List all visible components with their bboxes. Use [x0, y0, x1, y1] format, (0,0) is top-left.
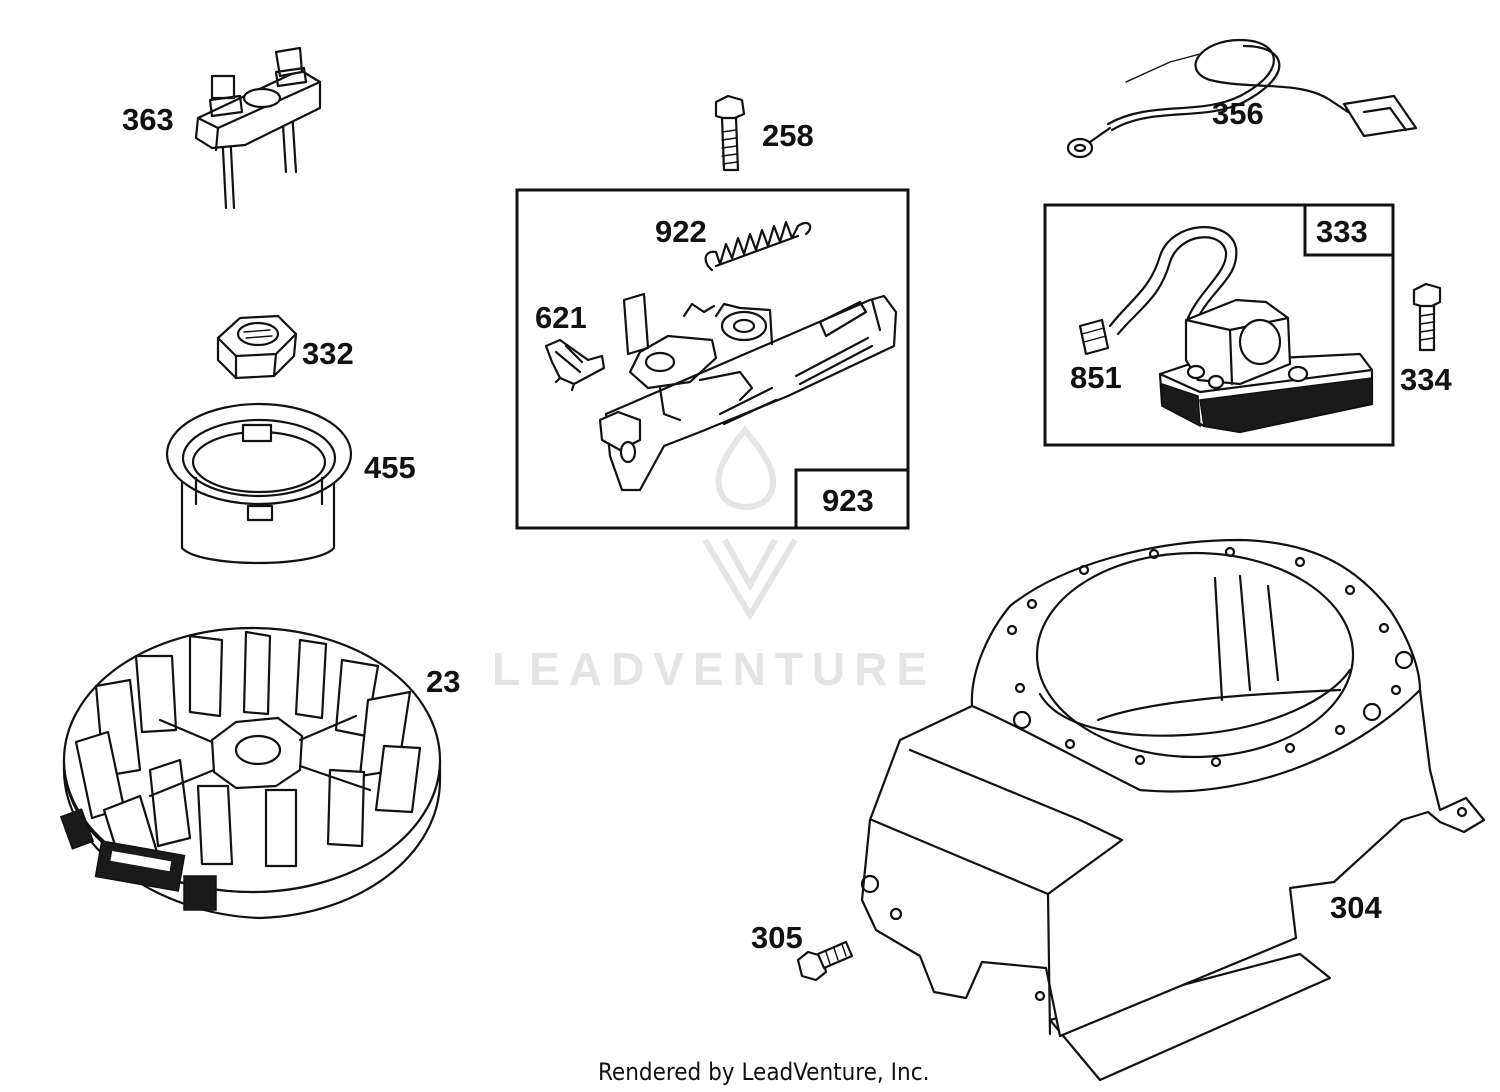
- footer-credit: Rendered by LeadVenture, Inc.: [598, 1058, 929, 1086]
- part-258-bolt: [714, 94, 746, 172]
- callout-258: 258: [762, 118, 814, 153]
- assembly-box-333: [1043, 203, 1395, 447]
- part-363-bracket-assembly: [194, 46, 322, 210]
- part-332-hex-nut: [216, 314, 298, 380]
- part-621-clip: [544, 338, 606, 392]
- flame-logo-icon: [702, 425, 798, 621]
- assembly-box-333-tag: [1303, 203, 1395, 257]
- assembly-box-923-tag: [794, 468, 910, 530]
- callout-23: 23: [426, 664, 460, 699]
- part-356-ground-wire: [1066, 38, 1418, 159]
- callout-334: 334: [1400, 362, 1452, 397]
- part-455-flywheel-cup: [165, 402, 353, 565]
- part-334-screw: [1412, 282, 1442, 352]
- callout-332: 332: [302, 336, 354, 371]
- callout-923: 923: [822, 483, 874, 518]
- part-305-screw: [796, 940, 854, 982]
- part-23-flywheel: [59, 626, 442, 920]
- callout-356: 356: [1212, 96, 1264, 131]
- part-304-blower-housing: [860, 538, 1486, 1082]
- callout-305: 305: [751, 920, 803, 955]
- callout-922: 922: [655, 214, 707, 249]
- watermark-text: LEADVENTURE: [492, 643, 936, 695]
- leadventure-watermark: LEADVENTURE: [492, 425, 936, 695]
- part-922-spring: [704, 220, 812, 272]
- callout-851: 851: [1070, 360, 1122, 395]
- callout-304: 304: [1330, 890, 1382, 925]
- part-851-terminal-cap: [1078, 318, 1110, 356]
- callout-363: 363: [122, 102, 174, 137]
- assembly-box-923: [515, 188, 910, 530]
- part-923-control-plate: [598, 292, 898, 492]
- callout-455: 455: [364, 450, 416, 485]
- callout-621: 621: [535, 300, 587, 335]
- part-333-ignition-armature: [1108, 226, 1374, 434]
- callout-333: 333: [1316, 214, 1368, 249]
